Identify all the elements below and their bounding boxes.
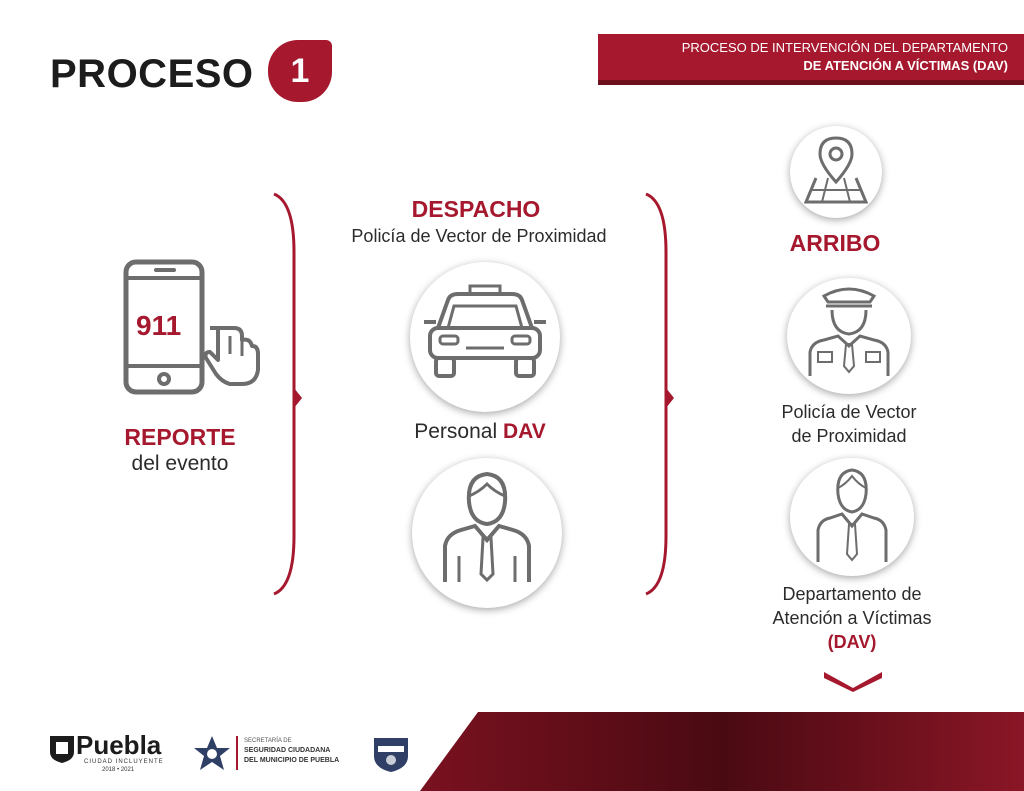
ssc-line-3: DEL MUNICIPIO DE PUEBLA xyxy=(244,757,340,764)
police-officer-icon xyxy=(808,287,890,376)
ssc-line-1: SECRETARÍA DE xyxy=(244,738,292,744)
phone-number: 911 xyxy=(136,310,182,341)
footer-band xyxy=(420,712,1024,791)
banner-line-1: PROCESO DE INTERVENCIÓN DEL DEPARTAMENTO xyxy=(681,40,1008,55)
dav-circle xyxy=(790,458,914,576)
despacho-subtitle: Policía de Vector de Proximidad xyxy=(351,226,607,246)
personal-emph: DAV xyxy=(502,420,546,443)
reporte-title: REPORTE xyxy=(124,424,236,450)
police-label-2: de Proximidad xyxy=(791,426,907,446)
page-title: PROCESO xyxy=(50,52,254,96)
right-bracket xyxy=(645,192,674,596)
reporte-subtitle: del evento xyxy=(131,452,229,475)
personal-prefix: Personal xyxy=(414,420,498,443)
police-label-1: Policía de Vector xyxy=(781,402,917,422)
police-car-icon xyxy=(424,284,546,378)
header-banner: PROCESO DE INTERVENCIÓN DEL DEPARTAMENTO… xyxy=(598,34,1024,80)
puebla-years: 2018 • 2021 xyxy=(102,767,135,773)
ssc-divider xyxy=(236,736,238,770)
dav-label-2: Atención a Víctimas xyxy=(772,608,932,628)
puebla-tagline: CIUDAD INCLUYENTE xyxy=(84,759,164,765)
dav-label-3: (DAV) xyxy=(827,632,877,652)
banner-shadow xyxy=(598,80,1024,85)
dav-label-1: Departamento de xyxy=(782,584,922,604)
map-pin-icon xyxy=(803,136,869,204)
arribo-title: ARRIBO xyxy=(789,230,881,256)
phone-tap-icon xyxy=(123,259,260,395)
man-tie-icon xyxy=(816,468,888,562)
chevron-down-icon xyxy=(824,672,882,692)
banner-line-2: DE ATENCIÓN A VÍCTIMAS (DAV) xyxy=(803,58,1008,73)
step-badge: 1 xyxy=(268,40,332,102)
police-officer-circle xyxy=(787,278,911,394)
ssc-line-2: SEGURIDAD CIUDADANA xyxy=(244,747,331,754)
left-bracket xyxy=(273,192,302,596)
star-badge-icon xyxy=(194,736,230,770)
police-shield-icon xyxy=(374,738,408,772)
despacho-title: DESPACHO xyxy=(411,196,541,222)
puebla-logo-text: Puebla xyxy=(76,730,162,760)
puebla-shield-icon xyxy=(50,736,74,763)
man-tie-icon xyxy=(443,471,531,583)
personal-dav-label: Personal DAV xyxy=(330,420,630,444)
